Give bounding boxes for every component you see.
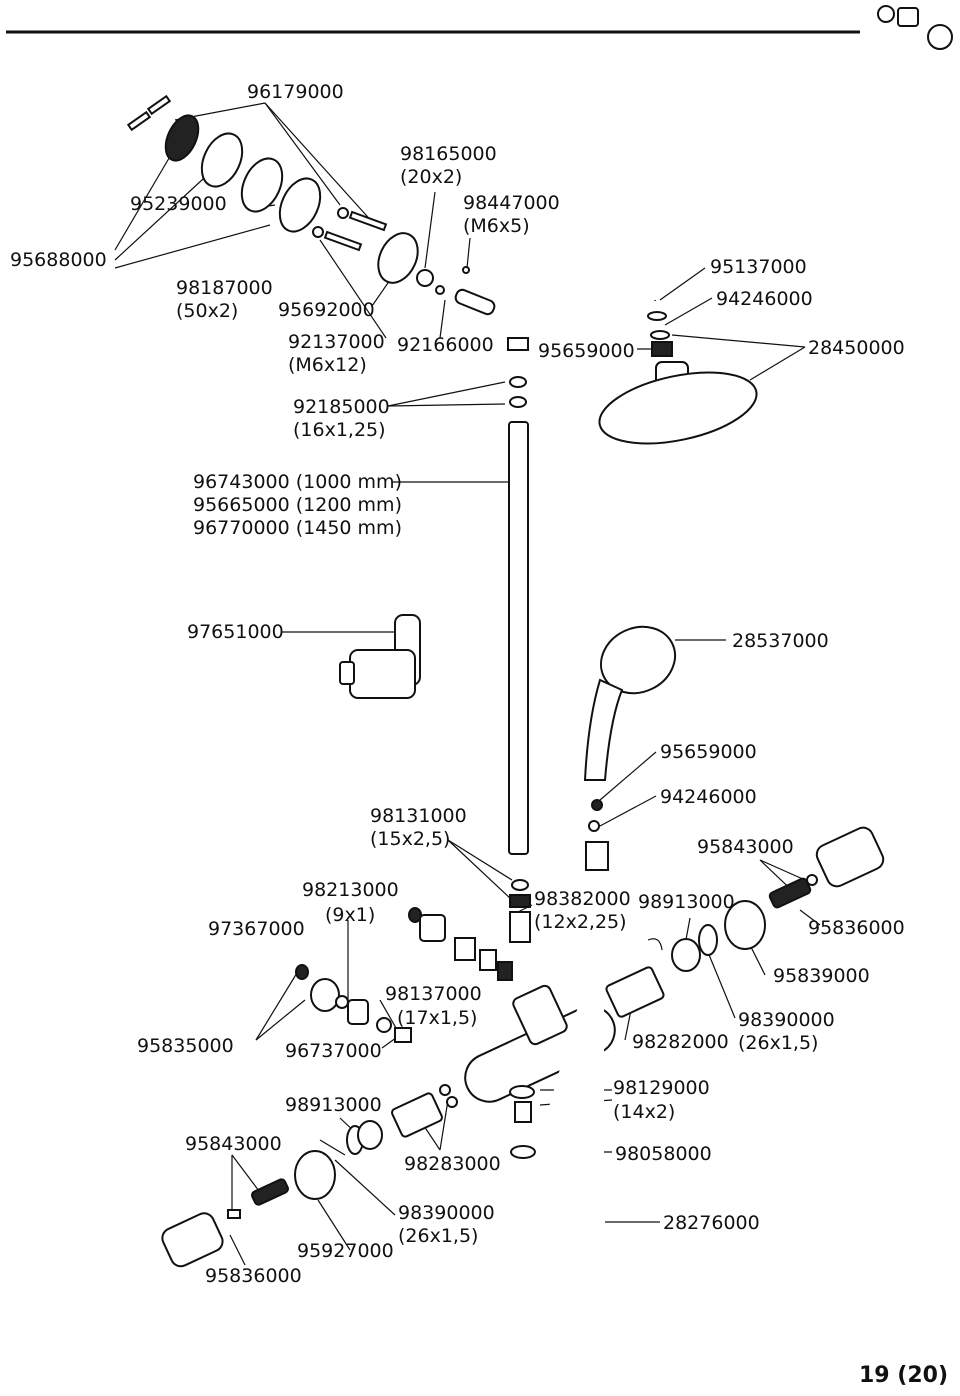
label-98165000: 98165000 xyxy=(400,143,497,165)
label-96179000: 96179000 xyxy=(247,81,344,103)
label-92137000: 92137000 xyxy=(288,331,385,353)
label-97367000: 97367000 xyxy=(208,918,305,940)
cartridge-parts-left xyxy=(161,964,458,1268)
label-98913000-right: 98913000 xyxy=(638,891,735,913)
label-95839000: 95839000 xyxy=(773,965,870,987)
label-98058000: 98058000 xyxy=(615,1143,712,1165)
label-98913000-left: 98913000 xyxy=(285,1094,382,1116)
label-98165000-size: (20x2) xyxy=(400,166,463,188)
label-98390000-right: 98390000 xyxy=(738,1009,835,1031)
label-92185000-size: (16x1,25) xyxy=(293,419,386,441)
label-95927000: 95927000 xyxy=(297,1240,394,1262)
label-96737000: 96737000 xyxy=(285,1040,382,1062)
label-94246000-top: 94246000 xyxy=(716,288,813,310)
label-95843000-left: 95843000 xyxy=(185,1133,282,1155)
label-95659000-mid: 95659000 xyxy=(660,741,757,763)
cartridge-parts-right xyxy=(408,826,885,1018)
label-98131000: 98131000 xyxy=(370,805,467,827)
label-98131000-size: (15x2,5) xyxy=(370,828,451,850)
label-92166000: 92166000 xyxy=(397,334,494,356)
label-98213000-size: (9x1) xyxy=(325,904,376,926)
label-95843000-right: 95843000 xyxy=(697,836,794,858)
shower-arm-and-rod xyxy=(507,247,658,855)
thermostat-body xyxy=(464,930,616,1285)
label-95688000: 95688000 xyxy=(10,249,107,271)
label-95835000: 95835000 xyxy=(137,1035,234,1057)
label-98382000-size: (12x2,25) xyxy=(534,911,627,933)
label-92185000: 92185000 xyxy=(293,396,390,418)
label-94246000-mid: 94246000 xyxy=(660,786,757,808)
label-98129000: 98129000 xyxy=(613,1077,710,1099)
label-98382000: 98382000 xyxy=(534,888,631,910)
label-98187000-size: (50x2) xyxy=(176,300,239,322)
label-95659000-top: 95659000 xyxy=(538,340,635,362)
label-95836000-right: 95836000 xyxy=(808,917,905,939)
label-92137000-size: (M6x12) xyxy=(288,354,367,376)
label-97651000: 97651000 xyxy=(187,621,284,643)
label-95692000: 95692000 xyxy=(278,299,375,321)
label-rod-1000: 96743000 (1000 mm) xyxy=(193,471,402,493)
label-98447000: 98447000 xyxy=(463,192,560,214)
label-95239000: 95239000 xyxy=(130,193,227,215)
label-98137000: 98137000 xyxy=(385,983,482,1005)
label-98129000-size: (14x2) xyxy=(613,1101,676,1123)
label-98447000-size: (M6x5) xyxy=(463,215,530,237)
label-98390000-right-size: (26x1,5) xyxy=(738,1032,819,1054)
label-rod-1450: 96770000 (1450 mm) xyxy=(193,517,402,539)
label-28450000: 28450000 xyxy=(808,337,905,359)
label-95137000: 95137000 xyxy=(710,256,807,278)
slider-and-handshower xyxy=(339,614,676,871)
label-28276000: 28276000 xyxy=(663,1212,760,1234)
label-98390000-left: 98390000 xyxy=(398,1202,495,1224)
label-28537000: 28537000 xyxy=(732,630,829,652)
label-98282000: 98282000 xyxy=(632,1031,729,1053)
page-number: 19 (20) xyxy=(859,1363,948,1388)
overhead-shower xyxy=(598,311,758,445)
label-95836000-left: 95836000 xyxy=(205,1265,302,1287)
wall-bracket-parts xyxy=(126,94,496,316)
label-98283000: 98283000 xyxy=(404,1153,501,1175)
label-98187000: 98187000 xyxy=(176,277,273,299)
label-98137000-size: (17x1,5) xyxy=(397,1007,478,1029)
label-rod-1200: 95665000 (1200 mm) xyxy=(193,494,402,516)
parts-icon xyxy=(877,5,953,50)
label-98213000: 98213000 xyxy=(302,879,399,901)
label-98390000-left-size: (26x1,5) xyxy=(398,1225,479,1247)
